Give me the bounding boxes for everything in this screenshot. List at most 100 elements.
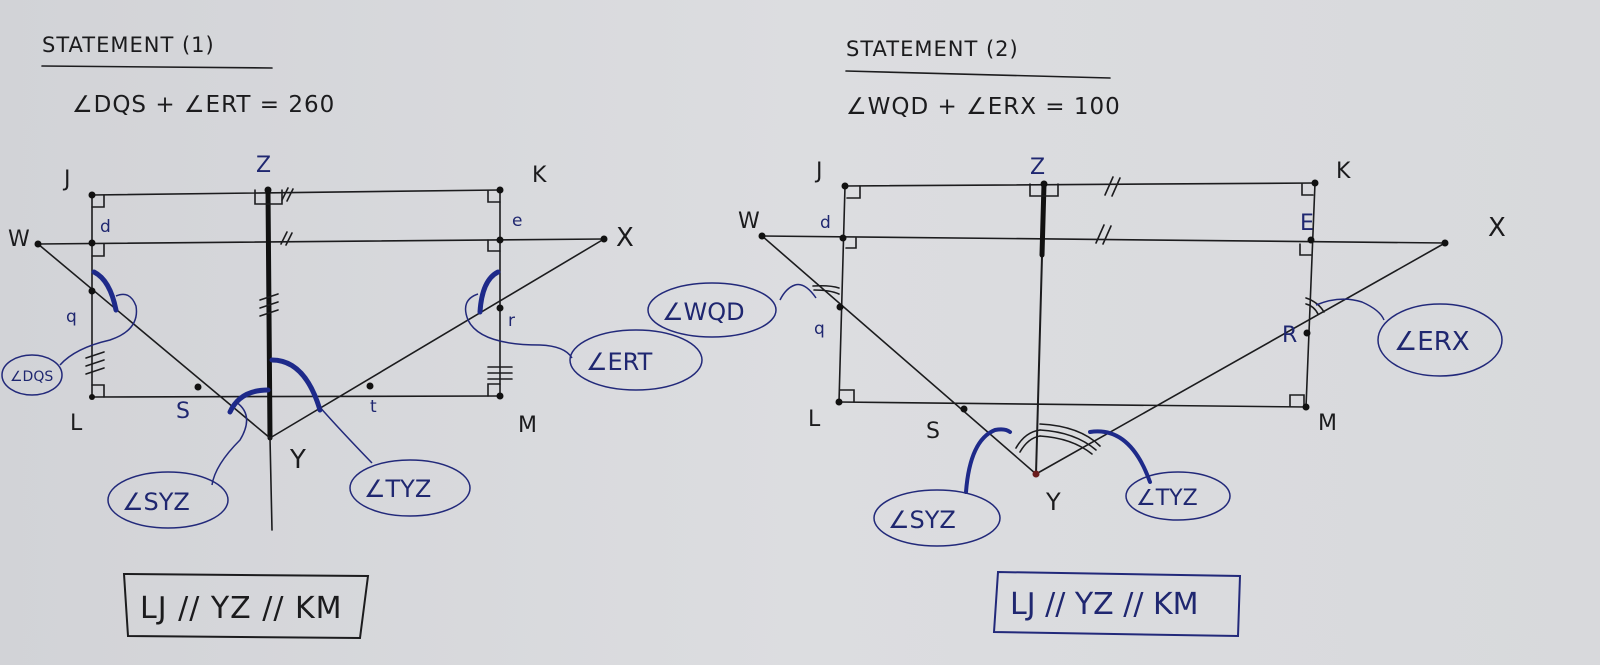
- label-s-2: S: [926, 419, 940, 444]
- parallel-statement-2: LJ // YZ // KM: [1010, 587, 1199, 622]
- leader-syz: [211, 401, 248, 486]
- point-d: [88, 239, 96, 247]
- right-angle-e-2: [1299, 243, 1312, 256]
- line-y-extension: [269, 437, 273, 531]
- leader-dqs: [59, 293, 138, 366]
- point-l-2: [835, 398, 843, 406]
- right-angle-z-2: [1029, 183, 1059, 197]
- point-w-2: [758, 232, 766, 240]
- callout-ert: ∠ERT: [586, 348, 653, 376]
- right-angle-d-2: [845, 237, 857, 249]
- line-lm: [91, 395, 501, 398]
- point-r: [496, 304, 504, 312]
- right-angle-l: [91, 384, 105, 398]
- statement-2: STATEMENT (2) ∠WQD + ∠ERX = 100: [647, 37, 1506, 638]
- callout-syz-bubble: [107, 471, 229, 529]
- label-k-2: K: [1336, 159, 1351, 184]
- point-x-2: [1441, 239, 1449, 247]
- right-angle-k: [487, 190, 501, 203]
- line-xy: [269, 238, 605, 439]
- label-z-2: Z: [1030, 155, 1045, 180]
- point-k: [496, 186, 504, 194]
- callout-erx: ∠ERX: [1394, 327, 1470, 357]
- right-angle-z: [254, 189, 283, 205]
- point-j-2: [841, 182, 849, 190]
- point-s: [194, 383, 202, 391]
- statement-1-equation: ∠DQS + ∠ERT = 260: [72, 92, 335, 118]
- statement-2-equation: ∠WQD + ∠ERX = 100: [846, 94, 1121, 120]
- statement-2-title: STATEMENT (2): [846, 37, 1019, 61]
- callout-tyz-2: ∠TYZ: [1136, 486, 1198, 511]
- leader-wqd: [779, 283, 817, 301]
- callout-tyz-2-bubble: [1125, 471, 1231, 521]
- label-w-2: W: [738, 209, 760, 234]
- label-q-2: q: [814, 319, 825, 339]
- point-q: [88, 287, 96, 295]
- label-y-2: Y: [1045, 488, 1061, 516]
- callout-dqs: ∠DQS: [10, 369, 53, 385]
- right-angle-j: [91, 194, 105, 208]
- line-xy-2: [1035, 242, 1446, 475]
- arc-erx: [1305, 297, 1325, 315]
- parallel-marks-mid-2: [1095, 224, 1112, 245]
- line-wy-2: [761, 235, 1037, 475]
- callout-wqd: ∠WQD: [662, 298, 745, 326]
- right-angle-m-2: [1289, 394, 1305, 407]
- point-q-2: [836, 303, 844, 311]
- line-wx-2: [761, 235, 1446, 244]
- arc-tyz-inner: [1039, 423, 1101, 455]
- point-e: [496, 236, 504, 244]
- label-r: r: [508, 311, 515, 331]
- arc-tyz-2: [1088, 429, 1152, 484]
- point-m: [496, 392, 504, 400]
- label-t: t: [370, 397, 377, 417]
- callout-tyz: ∠TYZ: [364, 475, 431, 503]
- right-angle-d: [91, 243, 105, 257]
- callout-tyz-bubble: [349, 459, 471, 517]
- label-d-2: d: [820, 213, 831, 233]
- label-y: Y: [289, 445, 306, 475]
- right-angle-m: [487, 383, 501, 397]
- leader-erx: [1315, 298, 1385, 321]
- arc-ert: [477, 269, 501, 315]
- right-angle-j-2: [846, 185, 861, 199]
- parallel-marks-top: [281, 187, 294, 202]
- title-underline: [41, 65, 273, 69]
- point-d-2: [839, 234, 847, 242]
- statement-1-title: STATEMENT (1): [42, 33, 215, 57]
- line-zy-2-thick: [1039, 181, 1047, 258]
- arc-tyz: [269, 357, 323, 413]
- label-w: W: [8, 227, 30, 252]
- callout-ert-bubble: [569, 329, 703, 391]
- parallel-box-2: [992, 570, 1242, 638]
- equal-marks-ql: [85, 351, 105, 375]
- parallel-statement-1: LJ // YZ // KM: [140, 591, 343, 626]
- point-m-2: [1302, 403, 1310, 411]
- arc-syz-2: [964, 427, 1012, 494]
- label-r-2: R: [1282, 323, 1297, 348]
- point-t: [366, 382, 374, 390]
- label-x-2: X: [1488, 213, 1506, 243]
- callout-syz-2-bubble: [873, 489, 1001, 547]
- label-d: d: [100, 217, 111, 237]
- line-zy: [265, 187, 273, 441]
- arc-syz: [227, 387, 271, 415]
- line-jl-2: [838, 185, 846, 403]
- leader-ert: [464, 293, 573, 359]
- arc-dqs: [91, 269, 119, 313]
- label-q: q: [66, 307, 77, 327]
- point-x: [600, 235, 608, 243]
- point-r-2: [1303, 329, 1311, 337]
- callout-syz-2: ∠SYZ: [888, 506, 956, 534]
- right-angle-e: [487, 239, 501, 252]
- line-jk-2: [844, 182, 1316, 187]
- point-z-2: [1040, 180, 1048, 188]
- equal-marks-rm: [487, 366, 513, 380]
- equal-marks-zy: [259, 293, 279, 317]
- right-angle-l-2: [839, 389, 855, 403]
- leader-tyz: [317, 404, 373, 464]
- label-m-2: M: [1318, 411, 1337, 436]
- label-e-2: E: [1300, 211, 1314, 236]
